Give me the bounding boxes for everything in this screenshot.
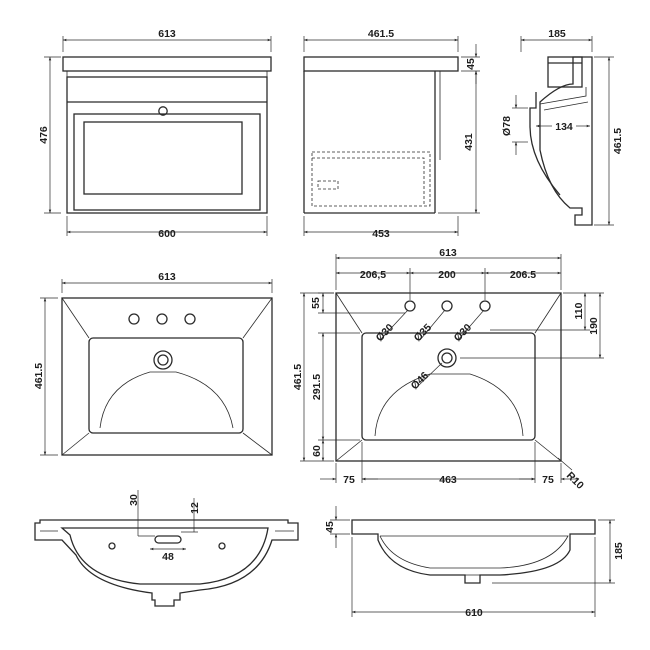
dim-waste-label: Ø46 <box>409 369 432 392</box>
profile-tap-block <box>547 56 583 88</box>
profile-bowl-wall <box>529 92 561 196</box>
basin-profile-view: 185 Ø78 134 461.5 <box>501 28 624 226</box>
plan-tap-hole-centre <box>156 313 168 325</box>
dim-seg-left-label: 206,5 <box>360 269 386 281</box>
section-front-outline <box>34 519 299 607</box>
side-height-label: 431 <box>463 133 475 151</box>
dim-waste-outer <box>437 348 457 368</box>
plan-tap-hole-left <box>128 313 140 325</box>
front-elevation-view: 613 476 600 <box>38 28 272 240</box>
section-side-bowl <box>379 535 569 569</box>
dim-rim-left-label: 75 <box>343 474 355 486</box>
side-top-slab <box>303 56 459 72</box>
profile-waste-dia-label: Ø78 <box>501 116 513 136</box>
side-width-bottom-label: 453 <box>372 228 390 240</box>
side-elevation-view: 461.5 45 431 453 <box>303 28 480 240</box>
plan-bowl <box>88 337 244 434</box>
section-front-bowl <box>60 527 269 585</box>
front-width-bottom-label: 600 <box>158 228 176 240</box>
dim-seg-mid-label: 200 <box>438 269 456 281</box>
side-width-top-label: 461.5 <box>368 28 394 40</box>
section-side-outline <box>351 519 596 584</box>
profile-width-label: 185 <box>548 28 566 40</box>
dim-height-label: 461.5 <box>292 364 304 390</box>
dim-tap-hole-right <box>479 300 491 312</box>
plan-width-label: 613 <box>158 271 176 283</box>
dim-hole-a-label: Ø30 <box>374 321 397 344</box>
plan-height-label: 461.5 <box>33 363 45 389</box>
basin-dimensioned-plan-view: 613 206,5 200 206.5 55 110 190 Ø30 Ø35 Ø… <box>292 247 604 492</box>
front-waste-hole <box>158 106 168 116</box>
side-top-thickness-label: 45 <box>465 58 477 70</box>
front-section-view: 30 12 48 <box>34 490 299 607</box>
section-slot-width-label: 48 <box>162 551 174 563</box>
front-width-top-label: 613 <box>158 28 176 40</box>
section-side-depth-label: 185 <box>613 542 625 560</box>
dim-rim-right-label: 75 <box>542 474 554 486</box>
dim-waste-inner <box>441 352 453 364</box>
section-overflow-slot <box>154 535 182 544</box>
front-top-slab <box>62 56 272 72</box>
dim-bowl <box>361 332 536 441</box>
front-door-panel <box>83 121 243 195</box>
plan-waste-outer <box>153 350 173 370</box>
section-fixing-hole-right <box>218 542 226 550</box>
basin-plan-view: 613 461.5 <box>33 271 273 456</box>
plan-outer-rim <box>61 297 273 456</box>
dim-tap-centre-label: 110 <box>573 302 585 319</box>
section-side-top-label: 45 <box>324 521 336 533</box>
dim-front-rim-label: 60 <box>311 445 323 457</box>
side-drawer-hidden <box>311 151 431 207</box>
dim-outer-rim <box>335 292 562 462</box>
profile-outline <box>539 56 593 226</box>
front-cabinet <box>66 76 268 214</box>
dim-overall-width-label: 613 <box>439 247 457 259</box>
dim-tap-hole-left <box>404 300 416 312</box>
profile-height-label: 461.5 <box>612 128 624 154</box>
section-slot-depth-label: 12 <box>189 502 201 514</box>
dim-bowl-width-label: 463 <box>439 474 457 486</box>
front-height-label: 476 <box>38 126 50 144</box>
dim-waste-centre-label: 190 <box>588 317 600 335</box>
side-drawer-handle <box>317 180 339 190</box>
dim-seg-right-label: 206.5 <box>510 269 536 281</box>
plan-waste-inner <box>157 354 169 366</box>
dim-tap-hole-centre <box>441 300 453 312</box>
section-fixing-hole-left <box>108 542 116 550</box>
side-section-view: 45 185 610 <box>324 506 625 619</box>
profile-depth-label: 134 <box>555 121 573 133</box>
dim-bowl-height-label: 291.5 <box>311 374 323 400</box>
dim-radius-label: R10 <box>564 470 586 492</box>
dim-tap-offset-label: 55 <box>310 297 322 309</box>
plan-tap-hole-right <box>184 313 196 325</box>
section-side-width-label: 610 <box>465 607 483 619</box>
section-slot-height-label: 30 <box>128 494 140 506</box>
dim-hole-b-label: Ø35 <box>412 321 435 344</box>
front-door-outer <box>73 113 261 211</box>
